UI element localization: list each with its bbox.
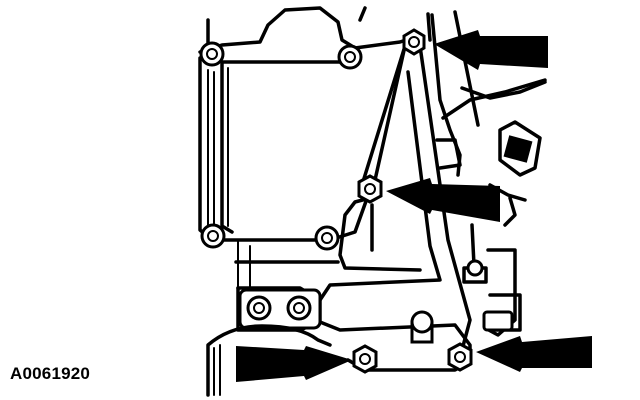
housing-boss-top-left xyxy=(199,41,225,67)
housing-boss-bottom-mid xyxy=(314,225,340,251)
bolt-middle xyxy=(357,174,383,204)
callout-arrow-lower-left xyxy=(236,346,352,382)
housing-plate xyxy=(198,6,432,242)
bolt-upper-right xyxy=(402,28,426,56)
clamp-block xyxy=(238,288,322,330)
support-bracket xyxy=(234,44,472,364)
housing-boss-bottom-left xyxy=(200,223,226,249)
callout-arrow-middle xyxy=(386,178,500,222)
callout-arrow-lower-right xyxy=(476,336,592,372)
bolt-lower-right xyxy=(447,342,473,372)
cylinder-component xyxy=(206,324,332,397)
tube-and-sensor xyxy=(430,10,547,337)
bolt-lower-left xyxy=(352,344,378,374)
housing-boss-top-mid xyxy=(337,44,363,70)
figure-id-label: A0061920 xyxy=(10,364,91,383)
callout-arrow-upper-right xyxy=(434,30,548,70)
